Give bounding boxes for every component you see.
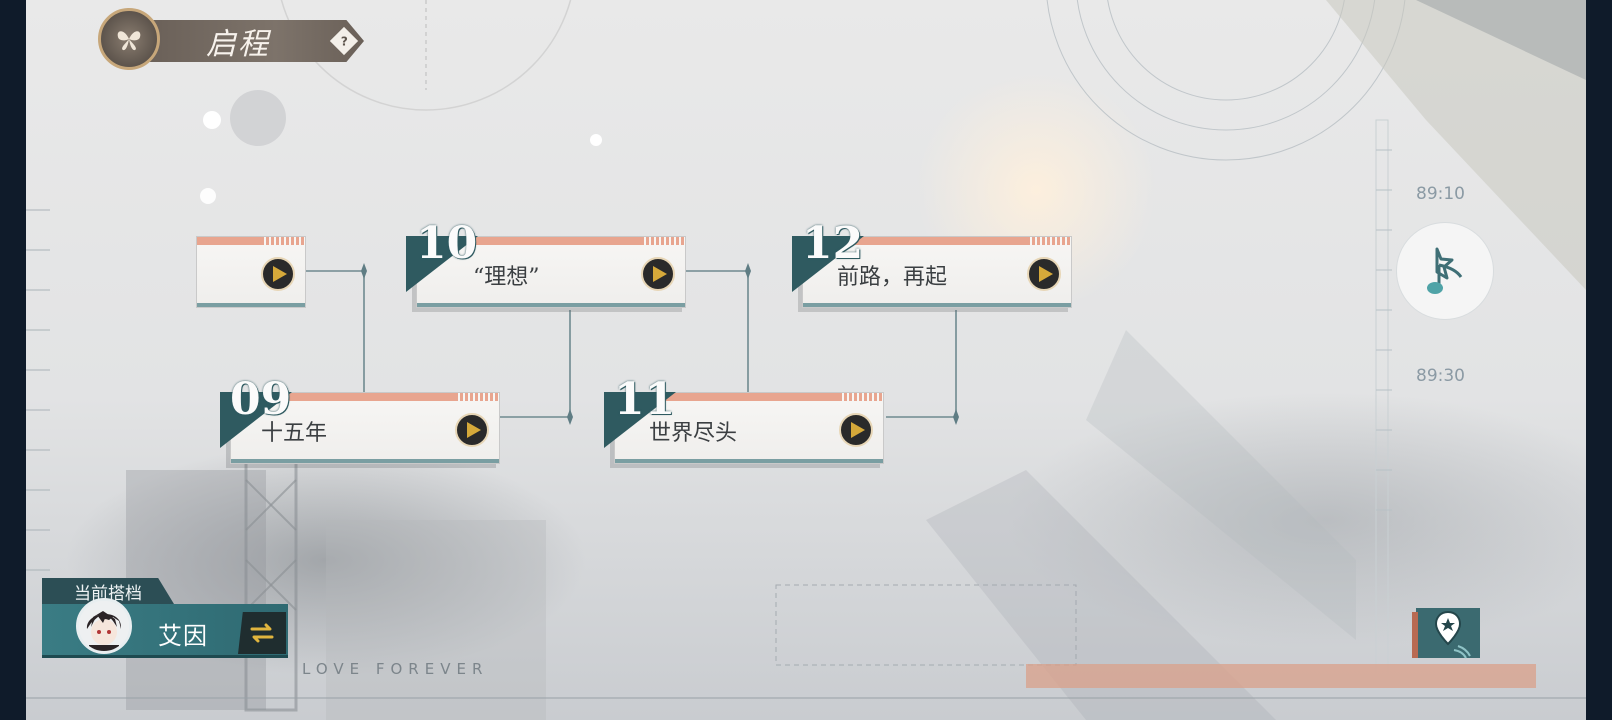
chapter-title: “理想” <box>473 265 540 290</box>
swap-arrows-icon <box>250 623 274 643</box>
chapter-card-10[interactable]: “理想” 10 <box>406 222 686 314</box>
chapter-card-body: 十五年 <box>230 392 500 464</box>
map-button[interactable] <box>1410 604 1486 662</box>
play-button[interactable] <box>455 413 489 447</box>
play-icon <box>652 266 667 282</box>
play-button[interactable] <box>839 413 873 447</box>
ruler-label-top: 89:10 <box>1416 184 1465 204</box>
chapter-card-partial[interactable] <box>26 236 306 314</box>
page-title: 启程 <box>206 27 270 62</box>
chapter-card-body: 前路，再起 <box>802 236 1072 308</box>
play-icon <box>850 422 865 438</box>
avatar <box>76 598 132 654</box>
map-pin-icon <box>1412 608 1480 659</box>
chapter-number: 09 <box>230 374 292 425</box>
partner-box[interactable]: 艾因 <box>42 598 288 658</box>
game-viewport: 启程 ? <box>26 0 1586 720</box>
background-decoration <box>26 0 1586 720</box>
chapter-title: 世界尽头 <box>649 421 738 446</box>
play-button[interactable] <box>261 257 295 291</box>
chapter-card-11[interactable]: 世界尽头 11 <box>604 378 884 470</box>
music-note-star-icon <box>1427 247 1463 294</box>
switch-partner-button[interactable] <box>238 612 286 654</box>
tagline: LOVE FOREVER <box>302 660 489 678</box>
title-plate: 启程 ? <box>98 6 368 72</box>
play-icon <box>1038 266 1053 282</box>
play-icon <box>466 422 481 438</box>
chapter-number: 10 <box>416 218 478 269</box>
chapter-title: 前路，再起 <box>837 265 948 290</box>
partner-name: 艾因 <box>158 622 208 650</box>
progress-strip <box>1026 664 1536 688</box>
chapter-card-body <box>196 236 306 308</box>
help-icon: ? <box>340 34 348 48</box>
chapter-card-12[interactable]: 前路，再起 12 <box>792 222 1072 314</box>
chapter-title: 十五年 <box>261 421 328 446</box>
chapter-card-09[interactable]: 十五年 09 <box>220 378 500 470</box>
title-banner: 启程 <box>144 20 364 62</box>
ruler-label-mid: 89:30 <box>1416 366 1465 386</box>
chapter-number: 11 <box>614 374 676 425</box>
music-button[interactable] <box>1396 222 1494 320</box>
play-button[interactable] <box>641 257 675 291</box>
play-button[interactable] <box>1027 257 1061 291</box>
play-icon <box>272 266 287 282</box>
chapter-number: 12 <box>802 218 864 269</box>
butterfly-icon <box>98 8 160 70</box>
